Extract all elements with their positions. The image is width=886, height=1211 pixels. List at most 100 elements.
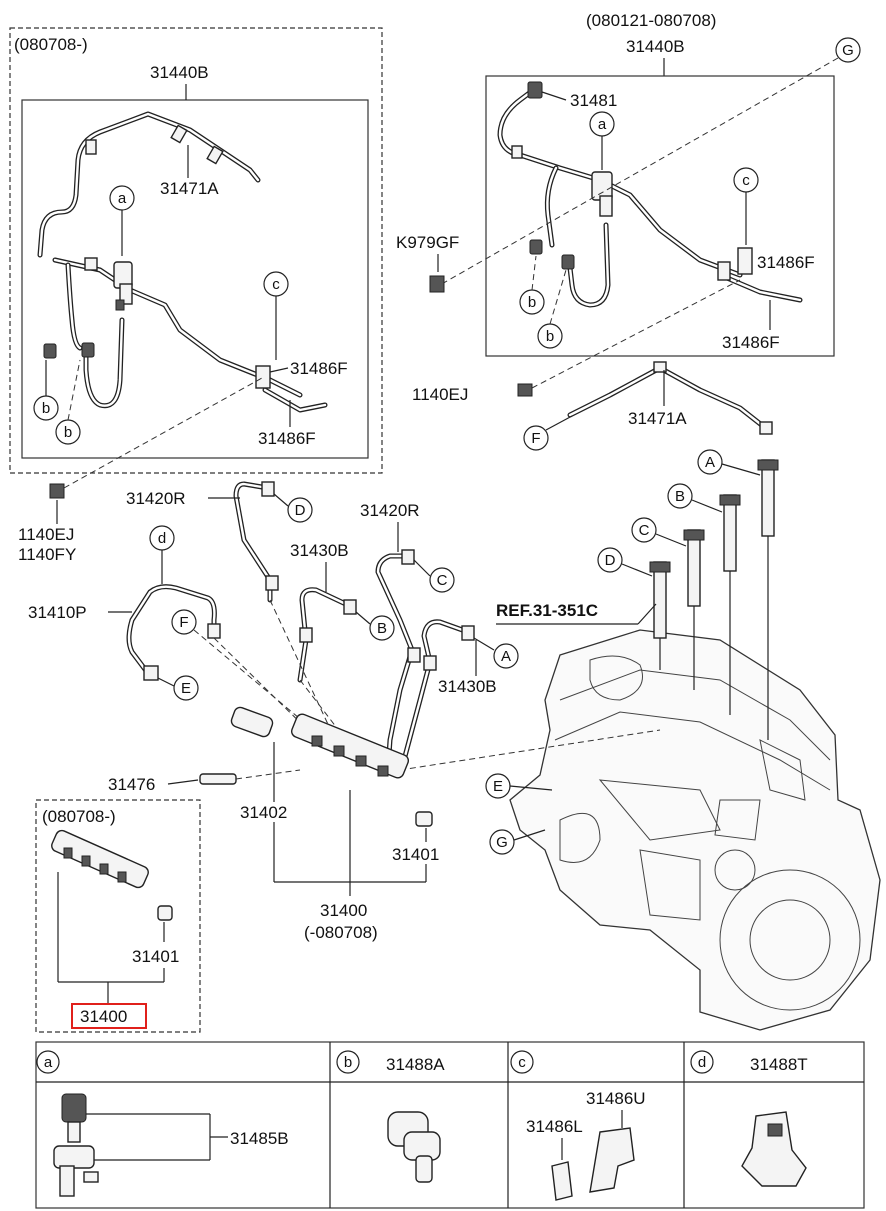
- top-right-circle-g: [835, 37, 861, 63]
- injector-circle-c-text: C: [639, 522, 650, 539]
- rail-assembly-range: (-080708): [304, 923, 378, 942]
- injector-circle-a: [697, 449, 723, 475]
- pipe-circle-c-right: [429, 567, 455, 593]
- engine-circle-e-text: E: [493, 778, 503, 795]
- banjo-b2-icon: [81, 342, 95, 358]
- inset-assembly-label[interactable]: 31400: [80, 1007, 127, 1026]
- pipe-b-top-label[interactable]: 31430B: [290, 541, 349, 560]
- left-bolt-icon: [49, 483, 65, 499]
- pipe-p-label[interactable]: 31410P: [28, 603, 87, 622]
- engine-block: E G: [485, 629, 881, 1031]
- pipe-r-right-label[interactable]: 31420R: [360, 501, 420, 520]
- inset-group: (080708-) 31401 31400: [35, 799, 201, 1033]
- top-left-circle-b2-text: b: [64, 424, 72, 441]
- right-bolt-icon: [517, 383, 533, 397]
- top-right-banjo-label[interactable]: 31481: [570, 91, 617, 110]
- table-part-c1[interactable]: 31486U: [586, 1089, 646, 1108]
- table-key-d: [690, 1050, 714, 1074]
- top-right-clip-a-label[interactable]: 31486F: [757, 253, 815, 272]
- top-right-assembly-label[interactable]: 31440B: [626, 37, 685, 56]
- rail-bolt-icon: [199, 773, 237, 785]
- right-bolt-label[interactable]: 1140EJ: [412, 385, 468, 404]
- top-right-circle-a-text: a: [598, 116, 607, 133]
- top-right-clip-b-label[interactable]: 31486F: [722, 333, 780, 352]
- injector-a-icon: [761, 459, 775, 537]
- pipe-circle-b-mid: [369, 615, 395, 641]
- rail-sensor-icon: [415, 811, 433, 827]
- pipe-circle-d-small-text: d: [158, 530, 166, 547]
- rail-group: 31476 31402 31401 31400 (-080708): [108, 706, 439, 942]
- top-right-circle-c-text: c: [742, 172, 750, 189]
- injector-circle-c: [631, 517, 657, 543]
- table-key-d-text: d: [698, 1054, 706, 1071]
- bottom-table: a b 31488A c d 31488T 31485B 31486U 3148…: [35, 1041, 865, 1209]
- pipe-circle-e: [173, 675, 199, 701]
- injector-circle-b: [667, 483, 693, 509]
- injector-circle-b-text: B: [675, 488, 685, 505]
- pipe-circle-d-upper: [287, 497, 313, 523]
- k979gf-label[interactable]: K979GF: [396, 233, 459, 252]
- pressure-valve-icon: [230, 706, 274, 738]
- top-left-hose-label[interactable]: 31471A: [160, 179, 219, 198]
- pipe-circle-f: [171, 609, 197, 635]
- pipe-circle-b-mid-text: B: [377, 620, 387, 637]
- rail-bolt-label[interactable]: 31476: [108, 775, 155, 794]
- table-part-d[interactable]: 31488T: [750, 1055, 808, 1074]
- pipe-circle-d-upper-text: D: [295, 502, 306, 519]
- left-bolt-label-2[interactable]: 1140FY: [18, 545, 76, 564]
- pipe-circle-f-text: F: [179, 614, 188, 631]
- rail-sensor-label[interactable]: 31401: [392, 845, 439, 864]
- table-key-a-text: a: [44, 1054, 53, 1071]
- table-key-a: [36, 1050, 60, 1074]
- top-left-dashed-frame: [9, 27, 383, 474]
- left-bolt-label-1[interactable]: 1140EJ: [18, 525, 74, 544]
- banjo-31481-icon: [527, 81, 543, 99]
- table-key-b: [336, 1050, 360, 1074]
- table-part-b[interactable]: 31488A: [386, 1055, 445, 1074]
- inset-sensor-label[interactable]: 31401: [132, 947, 179, 966]
- return-hose-group: 31471A F: [523, 361, 773, 451]
- injector-d-icon: [653, 561, 667, 639]
- pipe-circle-c-right-text: C: [437, 572, 448, 589]
- rail-valve-label[interactable]: 31402: [240, 803, 287, 822]
- rail-assembly-label[interactable]: 31400: [320, 901, 367, 920]
- top-left-group: (080708-) 31440B 31471A 31486F 314: [9, 27, 383, 474]
- injector-circle-d-text: D: [605, 552, 616, 569]
- bracket-31488t-icon: [741, 1111, 807, 1187]
- top-left-assembly-label[interactable]: 31440B: [150, 63, 209, 82]
- table-key-c: [510, 1050, 534, 1074]
- top-right-circle-g-text: G: [842, 42, 854, 59]
- top-left-inner-frame: [21, 99, 369, 459]
- top-left-circle-a-text: a: [118, 190, 127, 207]
- clip-31486l-icon: [551, 1161, 573, 1201]
- highlight-box: [71, 1003, 147, 1029]
- engine-circle-g-text: G: [496, 834, 508, 851]
- top-right-circle-b2-text: b: [546, 328, 554, 345]
- table-frame: [35, 1041, 865, 1209]
- top-left-circle-b1-text: b: [42, 400, 50, 417]
- pipe-circle-e-text: E: [181, 680, 191, 697]
- clip-31486u-icon: [589, 1127, 635, 1193]
- pipe-b-bottom-label[interactable]: 31430B: [438, 677, 497, 696]
- clip-c-icon: [255, 365, 271, 389]
- banjo-b1-icon: [43, 343, 57, 359]
- return-hose-label[interactable]: 31471A: [628, 409, 687, 428]
- pipe-circle-a-right-text: A: [501, 648, 511, 665]
- pipe-r-left-label[interactable]: 31420R: [126, 489, 186, 508]
- return-hose-circle-f: [523, 425, 549, 451]
- tee-connector-a-icon: [61, 1093, 87, 1123]
- injector-circle-d: [597, 547, 623, 573]
- top-left-clip-b-label[interactable]: 31486F: [258, 429, 316, 448]
- table-part-c2[interactable]: 31486L: [526, 1117, 583, 1136]
- inset-sensor-icon: [157, 905, 173, 921]
- top-left-clip-a-label[interactable]: 31486F: [290, 359, 348, 378]
- table-key-b-text: b: [344, 1054, 352, 1071]
- table-key-c-text: c: [518, 1054, 526, 1071]
- injector-c-icon: [687, 529, 701, 607]
- injector-ref-label[interactable]: REF.31-351C: [496, 601, 598, 620]
- table-part-a[interactable]: 31485B: [230, 1129, 289, 1148]
- common-rail-icon: [290, 713, 410, 779]
- return-hose-circle-f-text: F: [531, 430, 540, 447]
